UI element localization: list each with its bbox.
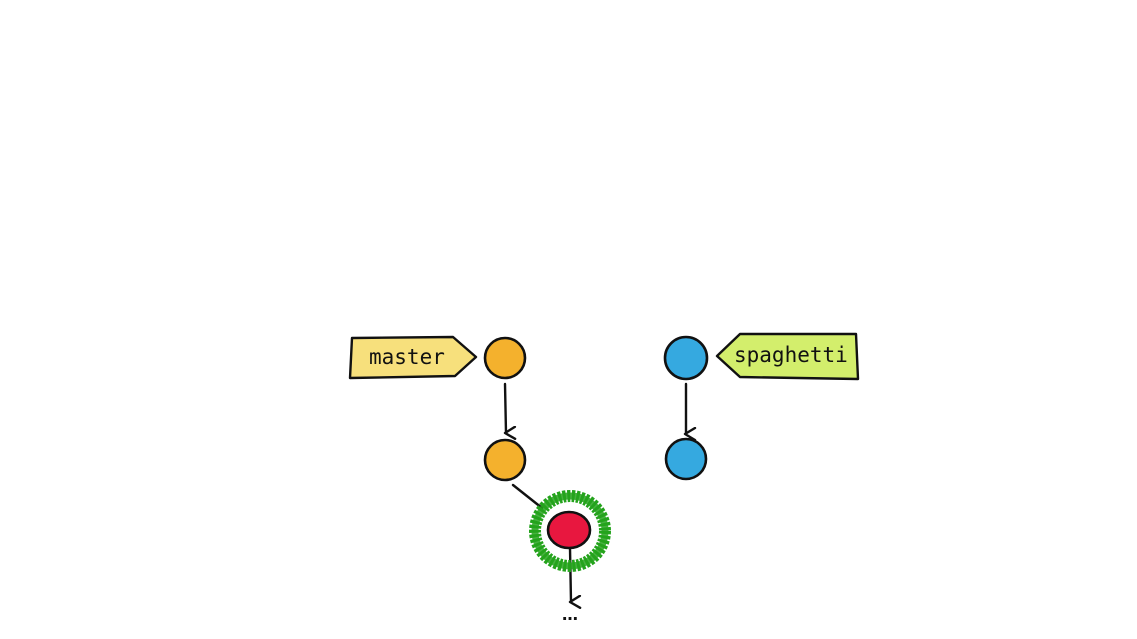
spaghetti-branch-tag: spaghetti [715, 332, 860, 381]
spaghetti-commit-2 [664, 437, 708, 481]
master-commit-2 [483, 438, 527, 482]
master-tag-shape [348, 335, 478, 380]
edge-master-1-to-2 [503, 382, 506, 433]
spaghetti-tag-shape [715, 332, 860, 381]
edge-merge-to-continuation [568, 546, 571, 602]
spaghetti-commit-1 [663, 335, 709, 381]
master-tag-label: master [369, 345, 445, 369]
highlight-ring-texture [531, 492, 609, 570]
continuation-ellipsis: … [562, 605, 578, 624]
spaghetti-tag-label: spaghetti [734, 343, 848, 367]
edge-master-2-to-merge [511, 483, 544, 510]
master-branch-tag: master [348, 335, 478, 380]
highlighted-commit [546, 510, 592, 550]
master-commit-1 [483, 336, 527, 380]
